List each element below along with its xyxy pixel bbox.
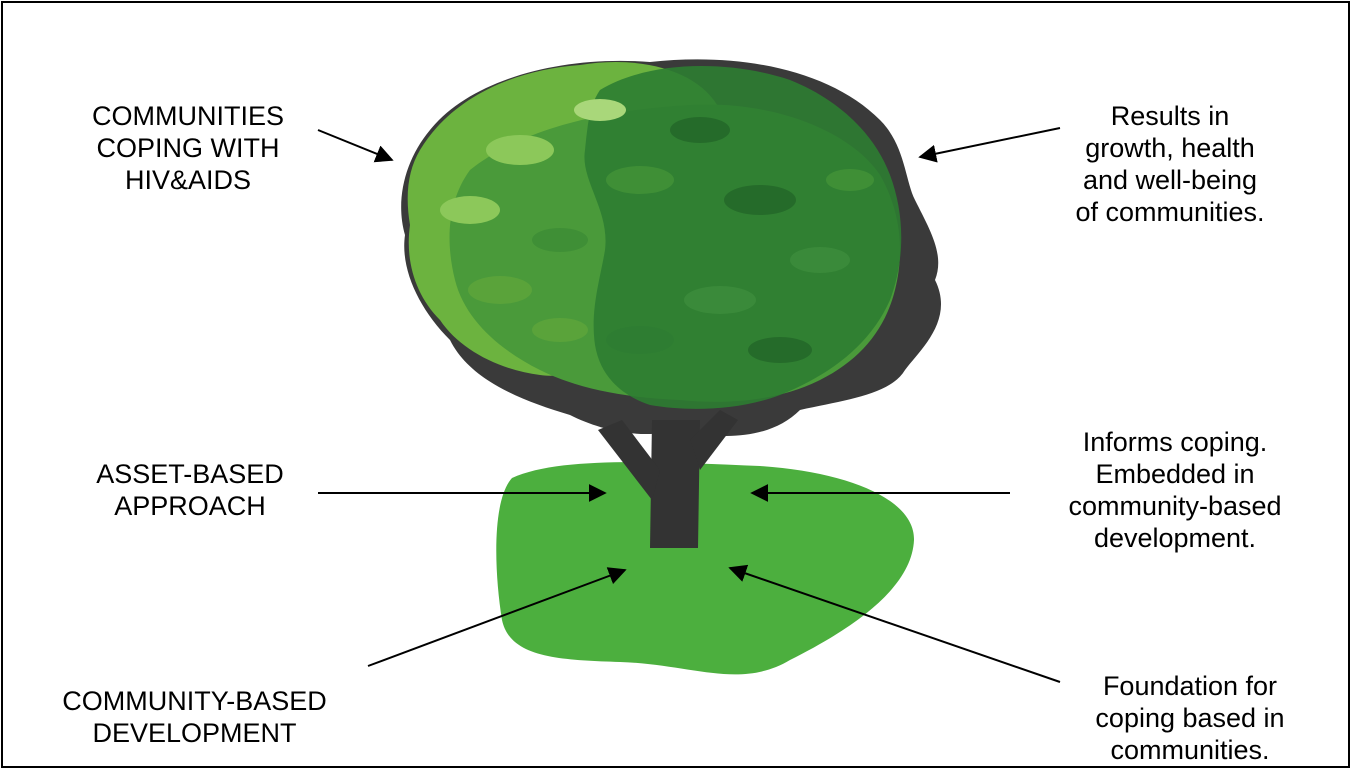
canopy-dark bbox=[584, 66, 902, 409]
label-foundation-for-coping: Foundation for coping based in communiti… bbox=[1095, 671, 1285, 765]
arrow-bottom-left bbox=[367, 567, 627, 667]
arrow-top-left bbox=[317, 129, 394, 163]
tree-branch-right bbox=[690, 410, 738, 470]
tree-branch-left bbox=[598, 420, 660, 500]
label-community-based-development: COMMUNITY-BASED DEVELOPMENT bbox=[62, 686, 327, 748]
ground-patch bbox=[496, 462, 915, 675]
leaf-texture bbox=[440, 99, 874, 363]
tree-trunk bbox=[650, 420, 700, 548]
arrow-bottom-right bbox=[728, 564, 1061, 683]
label-communities-coping: COMMUNITIES COPING WITH HIV&AIDS bbox=[92, 101, 284, 195]
label-results-growth: Results in growth, health and well-being… bbox=[1075, 101, 1265, 227]
arrow-top-right bbox=[918, 127, 1061, 163]
label-asset-based-approach: ASSET-BASED APPROACH bbox=[96, 459, 284, 521]
label-informs-coping: Informs coping. Embedded in community-ba… bbox=[1068, 427, 1282, 553]
